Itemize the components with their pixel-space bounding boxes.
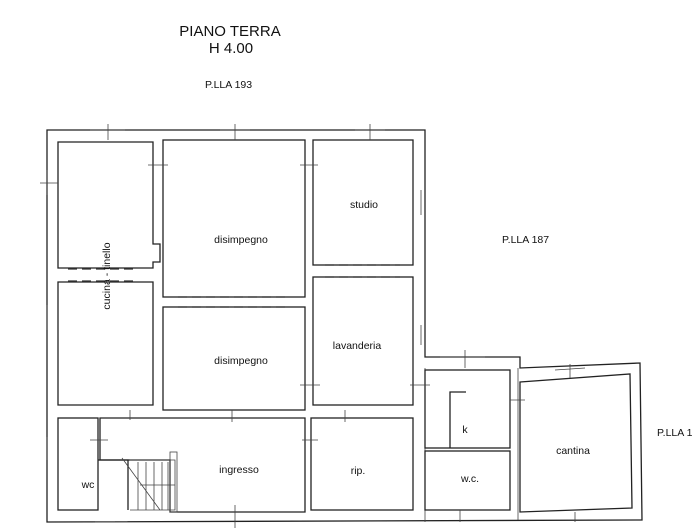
room-studio <box>312 139 414 266</box>
label-ingresso: ingresso <box>219 464 259 476</box>
label-lavanderia: lavanderia <box>333 340 382 352</box>
label-studio: studio <box>350 199 378 211</box>
window-marks <box>40 124 586 528</box>
room-ingresso <box>98 417 306 513</box>
room-wc2 <box>424 450 511 511</box>
label-cantina: cantina <box>556 445 590 457</box>
room-rip <box>310 417 414 511</box>
label-k: k <box>462 424 468 436</box>
parcel-east-label: P.LLA 187 <box>502 234 549 246</box>
parcel-far-east-label: P.LLA 1 <box>657 427 693 439</box>
room-lavanderia <box>312 264 414 406</box>
room-wc <box>57 417 99 511</box>
label-wc2: w.c. <box>460 473 479 485</box>
room-k <box>424 369 511 449</box>
room-cucina <box>57 141 161 406</box>
room-disimpegno-1 <box>162 139 306 298</box>
label-wc: wc <box>81 479 95 491</box>
label-cucina-tinello: cucina - tinello <box>101 242 113 309</box>
plan-height: H 4.00 <box>209 40 253 57</box>
label-disimpegno-2: disimpegno <box>214 355 268 367</box>
label-disimpegno-1: disimpegno <box>214 234 268 246</box>
outer-walls <box>46 129 643 523</box>
room-disimpegno-2 <box>162 296 306 411</box>
room-cantina <box>519 373 633 513</box>
parcel-north-label: P.LLA 193 <box>205 79 252 91</box>
staircase <box>121 451 178 513</box>
label-rip: rip. <box>351 465 366 477</box>
plan-title: PIANO TERRA <box>179 23 280 40</box>
